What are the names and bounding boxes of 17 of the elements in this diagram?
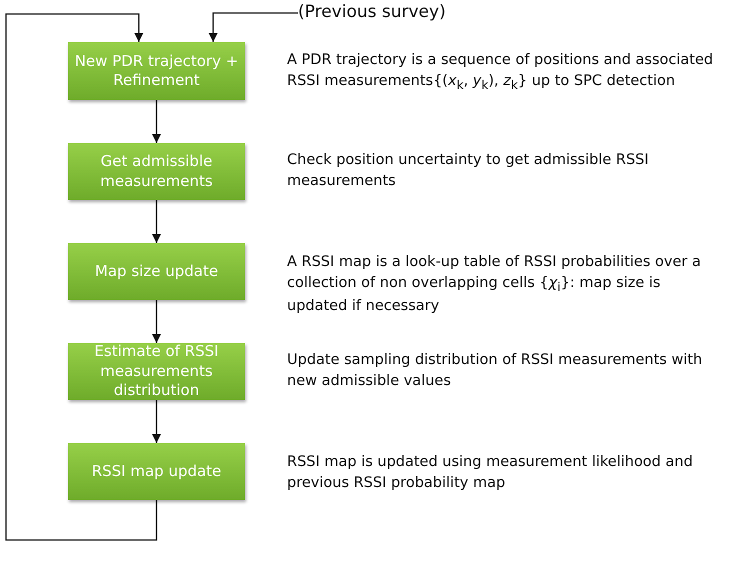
step-description: Update sampling distribution of RSSI measurements with new admissible values (287, 351, 704, 392)
process-box: Get admissible measurements (68, 143, 245, 200)
step-description: A RSSI map is a look-up table of RSSI probabilities over a collection of non overlapping cells {χ$_{i}$}: map size is updated if necessary (287, 253, 702, 316)
input-label: (Previous survey) (298, 2, 446, 22)
step-description: Check position uncertainty to get admissible RSSI measurements (287, 151, 650, 192)
arrow (208, 12, 298, 42)
arrow (152, 300, 161, 343)
step-description: RSSI map is updated using measurement likelihood and previous RSSI probability map (287, 453, 694, 494)
process-box: RSSI map update (68, 443, 245, 500)
arrow (5, 13, 158, 541)
step-description: A PDR trajectory is a sequence of positions and associated RSSI measurements{(x$_{k}$, y$_{k}$), z$_{k}$} up to SPC detection (287, 51, 714, 94)
arrow (152, 200, 161, 243)
process-box: Estimate of RSSI measurements distribution (68, 343, 245, 400)
arrow (152, 400, 161, 443)
process-box: Map size update (68, 243, 245, 300)
process-box: New PDR trajectory + Refinement (68, 42, 245, 100)
arrow (152, 100, 161, 143)
